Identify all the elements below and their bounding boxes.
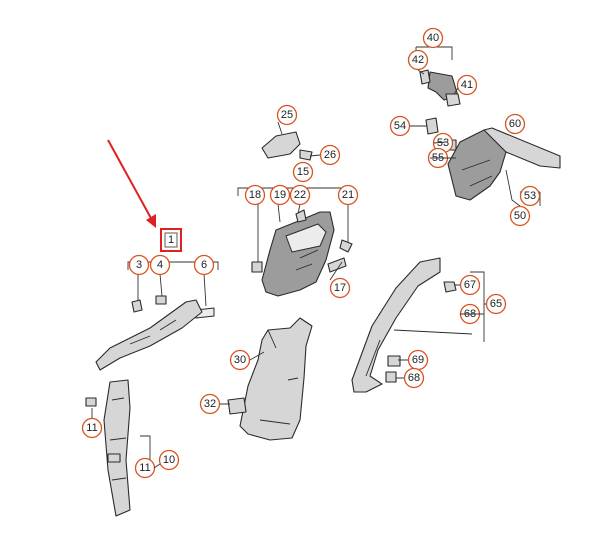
a-pillar-trim-assembly: [95, 261, 219, 371]
clip-part: [155, 295, 167, 305]
seat-belt-guide-part: [285, 223, 327, 253]
callout-18[interactable]: 18: [244, 184, 266, 206]
clip-part: [85, 397, 97, 407]
svg-text:10: 10: [163, 454, 175, 466]
svg-text:21: 21: [342, 189, 354, 201]
callout-60[interactable]: 60: [504, 113, 526, 135]
b-pillar-upper-assembly: [237, 131, 355, 297]
b-pillar-lower-trim-part: [239, 317, 313, 441]
svg-text:32: 32: [204, 398, 216, 410]
svg-text:17: 17: [334, 282, 346, 294]
c-pillar-trim-part: [351, 257, 441, 393]
svg-text:6: 6: [201, 259, 207, 271]
highlight-arrow: [107, 139, 153, 221]
callout-30[interactable]: 30: [229, 349, 251, 371]
callout-22[interactable]: 22: [289, 184, 311, 206]
callout-32[interactable]: 32: [199, 393, 221, 415]
clip-cover-part: [261, 131, 301, 159]
svg-text:15: 15: [297, 166, 309, 178]
screw-part: [445, 93, 461, 107]
callout-15[interactable]: 15: [292, 161, 314, 183]
svg-text:54: 54: [394, 120, 406, 132]
callout-68-lower[interactable]: 68: [403, 367, 425, 389]
clip-part: [425, 117, 439, 135]
callout-26[interactable]: 26: [319, 144, 341, 166]
highlighted-part-number: 1: [168, 234, 174, 246]
callout-53-upper[interactable]: 53: [432, 132, 454, 154]
svg-text:53: 53: [437, 137, 449, 149]
svg-text:67: 67: [464, 279, 476, 291]
callout-41[interactable]: 41: [456, 74, 478, 96]
callout-25[interactable]: 25: [276, 104, 298, 126]
b-pillar-upper-trim-part: [261, 211, 335, 297]
svg-text:19: 19: [274, 189, 286, 201]
svg-text:41: 41: [461, 79, 473, 91]
callout-21[interactable]: 21: [337, 184, 359, 206]
callout-65[interactable]: 65: [485, 293, 507, 315]
callout-42[interactable]: 42: [407, 49, 429, 71]
callout-67[interactable]: 67: [459, 274, 481, 296]
clip-part: [295, 209, 307, 223]
clip-part: [387, 355, 401, 367]
svg-text:60: 60: [509, 118, 521, 130]
svg-text:30: 30: [234, 354, 246, 366]
callout-10[interactable]: 10: [158, 449, 180, 471]
callout-69[interactable]: 69: [407, 349, 429, 371]
callout-6[interactable]: 6: [193, 254, 215, 276]
screw-part: [299, 149, 313, 161]
svg-text:11: 11: [86, 422, 97, 434]
svg-text:69: 69: [412, 354, 424, 366]
highlighted-callout[interactable]: 1: [160, 228, 182, 252]
highlight-arrow-head: [146, 214, 156, 228]
callout-4[interactable]: 4: [149, 254, 171, 276]
svg-text:25: 25: [281, 109, 293, 121]
callout-50[interactable]: 50: [509, 205, 531, 227]
callout-19[interactable]: 19: [269, 184, 291, 206]
callout-17[interactable]: 17: [329, 277, 351, 299]
clip-part: [227, 397, 247, 415]
svg-text:22: 22: [294, 189, 306, 201]
clip-part: [107, 453, 121, 463]
clip-part: [385, 371, 397, 383]
svg-text:3: 3: [136, 259, 142, 271]
svg-text:53: 53: [524, 190, 536, 202]
callout-40[interactable]: 40: [422, 27, 444, 49]
svg-text:18: 18: [249, 189, 261, 201]
svg-text:50: 50: [514, 210, 526, 222]
callout-54[interactable]: 54: [389, 115, 411, 137]
seal-strip-part: [103, 379, 131, 517]
rear-roof-trim-assembly: [412, 46, 561, 207]
callout-53-lower[interactable]: 53: [519, 185, 541, 207]
seal-strip-assembly: [85, 379, 151, 517]
clip-part: [443, 281, 457, 293]
svg-text:68: 68: [408, 372, 420, 384]
callout-11-upper[interactable]: 11: [81, 417, 103, 439]
callout-11-lower[interactable]: 11: [134, 457, 156, 479]
svg-text:40: 40: [427, 32, 439, 44]
svg-text:11: 11: [139, 462, 150, 474]
clip-part: [339, 239, 353, 253]
clip-part: [131, 299, 143, 313]
cover-strip-part: [327, 257, 347, 273]
clip-part: [251, 261, 263, 273]
b-pillar-lower-assembly: [227, 317, 313, 441]
bracket-part: [427, 71, 459, 101]
svg-text:4: 4: [157, 259, 163, 271]
svg-text:26: 26: [324, 149, 336, 161]
callout-3[interactable]: 3: [128, 254, 150, 276]
a-pillar-trim-part: [95, 299, 203, 371]
svg-text:65: 65: [490, 298, 502, 310]
svg-text:42: 42: [412, 54, 424, 66]
